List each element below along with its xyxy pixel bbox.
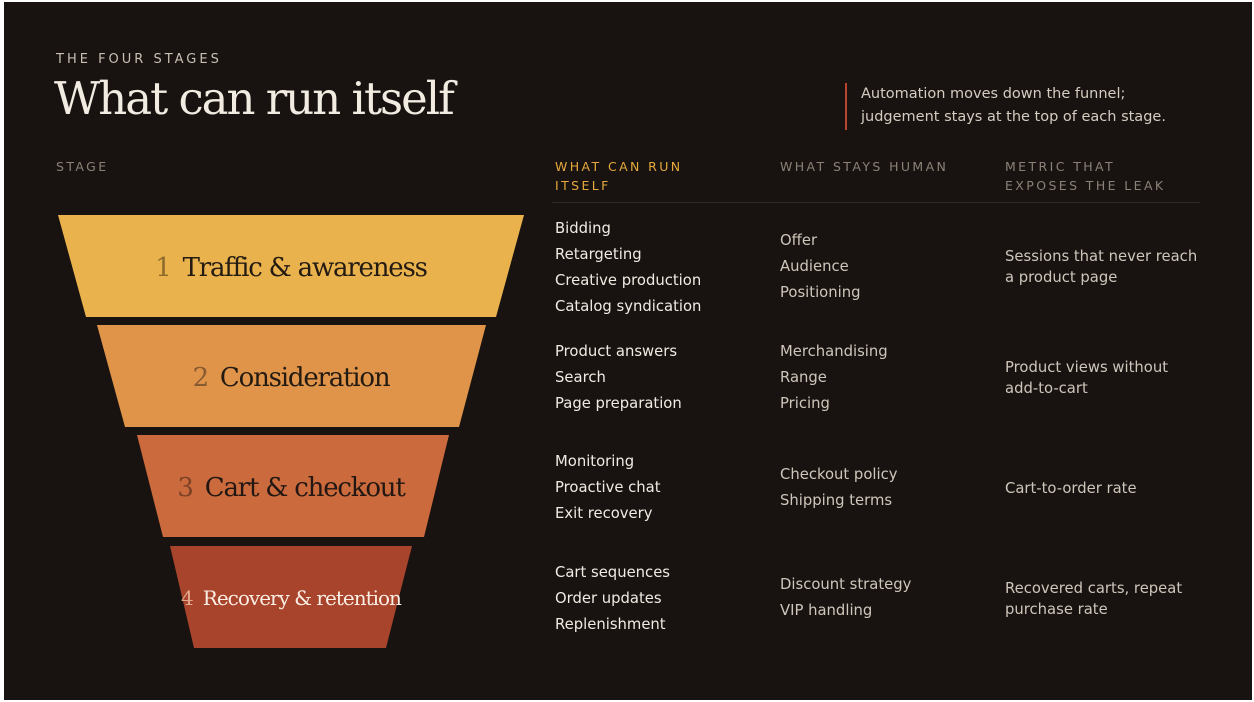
metric-line: Sessions that never reach [1005, 248, 1198, 265]
note-line: Automation moves down the funnel; [861, 86, 1126, 102]
metric-line: add-to-cart [1005, 380, 1088, 397]
col-header-human: WHAT STAYS HUMAN [780, 159, 949, 174]
stage-3-metric: Cart-to-order rate [1005, 478, 1137, 499]
stage-name: Cart & checkout [205, 473, 407, 503]
stage-4-human: Discount strategy VIP handling [780, 572, 911, 624]
list-item: Checkout policy [780, 466, 898, 483]
stage-4-auto: Cart sequences Order updates Replenishme… [555, 560, 670, 638]
stage-1-auto: Bidding Retargeting Creative production … [555, 216, 701, 320]
stage-name: Consideration [220, 363, 391, 393]
side-note: Automation moves down the funnel; judgem… [845, 83, 1166, 130]
stage-2-human: Merchandising Range Pricing [780, 339, 888, 417]
col-header-auto: WHAT CAN RUN ITSELF [555, 157, 683, 195]
slide: THE FOUR STAGES What can run itself Auto… [4, 2, 1252, 700]
list-item: Bidding [555, 220, 611, 237]
list-item: Page preparation [555, 395, 682, 412]
stage-3-auto: Monitoring Proactive chat Exit recovery [555, 449, 661, 527]
page-title: What can run itself [54, 72, 455, 125]
list-item: Order updates [555, 590, 662, 607]
stage-label-1: 1 Traffic & awareness [155, 253, 427, 283]
funnel-segment-3 [137, 435, 449, 537]
col-header-line: ITSELF [555, 178, 611, 193]
list-item: Discount strategy [780, 576, 912, 593]
metric-line: Product views without [1005, 359, 1168, 376]
stage-name: Recovery & retention [203, 586, 402, 610]
list-item: Merchandising [780, 343, 888, 360]
list-item: Offer [780, 232, 818, 249]
note-line: judgement stays at the top of each stage… [861, 109, 1166, 125]
list-item: Range [780, 369, 827, 386]
stage-number: 1 [155, 253, 170, 283]
list-item: Catalog syndication [555, 298, 702, 315]
header-divider [552, 202, 1200, 203]
stage-3-human: Checkout policy Shipping terms [780, 462, 898, 514]
col-header-metric: METRIC THAT EXPOSES THE LEAK [1005, 157, 1166, 195]
list-item: Proactive chat [555, 479, 661, 496]
col-header-line: METRIC THAT [1005, 159, 1116, 174]
stage-label-4: 4 Recovery & retention [181, 586, 402, 610]
list-item: Product answers [555, 343, 678, 360]
list-item: Search [555, 369, 606, 386]
stage-name: Traffic & awareness [183, 253, 428, 283]
stage-2-metric: Product views without add-to-cart [1005, 357, 1168, 399]
metric-line: purchase rate [1005, 601, 1108, 618]
stage-4-metric: Recovered carts, repeat purchase rate [1005, 578, 1182, 620]
funnel-diagram: 1 Traffic & awareness 2 Consideration 3 Car… [58, 215, 524, 648]
funnel-segment-4 [170, 546, 412, 648]
funnel-segment-2 [97, 325, 486, 427]
list-item: Monitoring [555, 453, 635, 470]
stage-2-auto: Product answers Search Page preparation [555, 339, 682, 417]
list-item: Exit recovery [555, 505, 653, 522]
list-item: VIP handling [780, 602, 873, 619]
stage-label-2: 2 Consideration [193, 363, 391, 393]
metric-line: Cart-to-order rate [1005, 480, 1137, 497]
col-header-line: WHAT CAN RUN [555, 159, 683, 174]
eyebrow: THE FOUR STAGES [56, 52, 222, 67]
metric-line: a product page [1005, 269, 1118, 286]
list-item: Shipping terms [780, 492, 893, 509]
funnel-segment-1 [58, 215, 524, 317]
list-item: Creative production [555, 272, 702, 289]
list-item: Retargeting [555, 246, 642, 263]
stage-number: 2 [193, 363, 208, 393]
col-header-line: EXPOSES THE LEAK [1005, 178, 1166, 193]
list-item: Pricing [780, 395, 830, 412]
stage-number: 4 [181, 586, 193, 610]
stage-1-metric: Sessions that never reach a product page [1005, 246, 1197, 288]
list-item: Audience [780, 258, 849, 275]
stage-number: 3 [177, 473, 192, 503]
list-item: Cart sequences [555, 564, 671, 581]
stage-label-3: 3 Cart & checkout [177, 473, 406, 503]
list-item: Positioning [780, 284, 861, 301]
col-header-stage: STAGE [56, 159, 109, 174]
stage-1-human: Offer Audience Positioning [780, 228, 861, 306]
list-item: Replenishment [555, 616, 666, 633]
metric-line: Recovered carts, repeat [1005, 580, 1183, 597]
